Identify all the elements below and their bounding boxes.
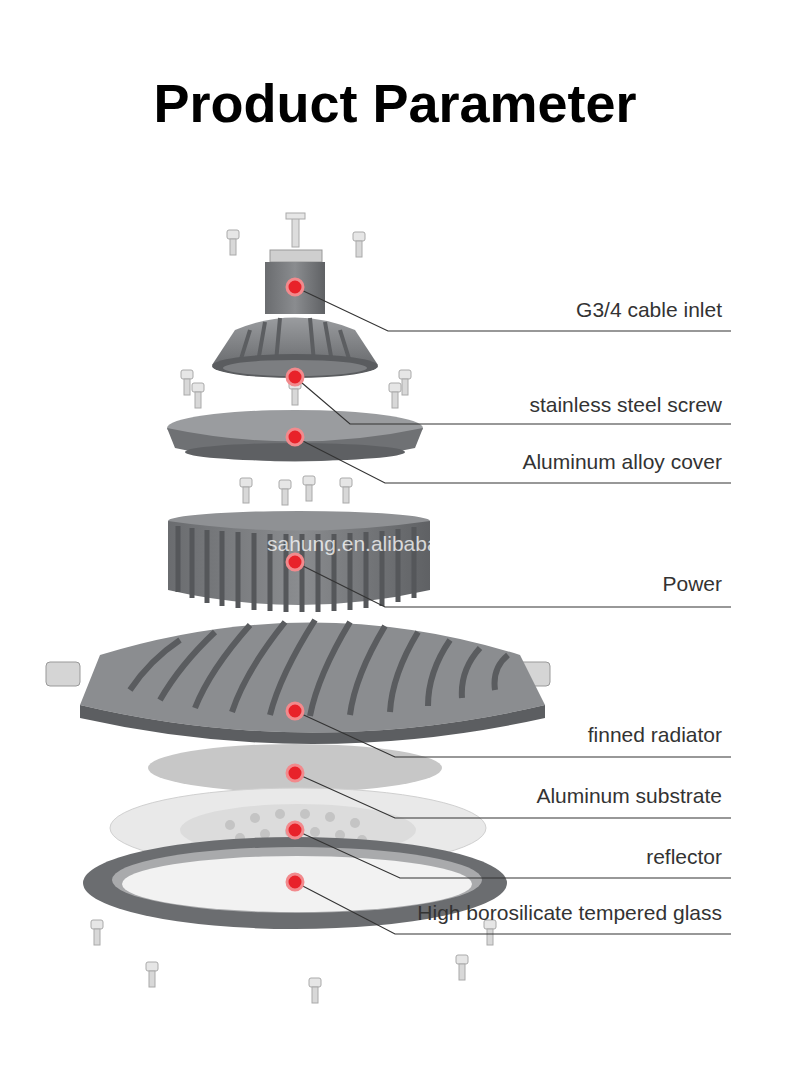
part-label: reflector [646,845,722,869]
part-label: stainless steel screw [529,393,722,417]
part-label: Aluminum alloy cover [522,450,722,474]
part-label: High borosilicate tempered glass [417,901,722,925]
leader-lines [295,287,731,934]
watermark: sahung.en.alibaba.com [267,532,484,556]
part-label: finned radiator [588,723,722,747]
callout-dots [287,279,303,890]
part-label: Power [662,572,722,596]
part-label: Aluminum substrate [536,784,722,808]
part-label: G3/4 cable inlet [576,298,722,322]
page-title: Product Parameter [0,72,790,134]
